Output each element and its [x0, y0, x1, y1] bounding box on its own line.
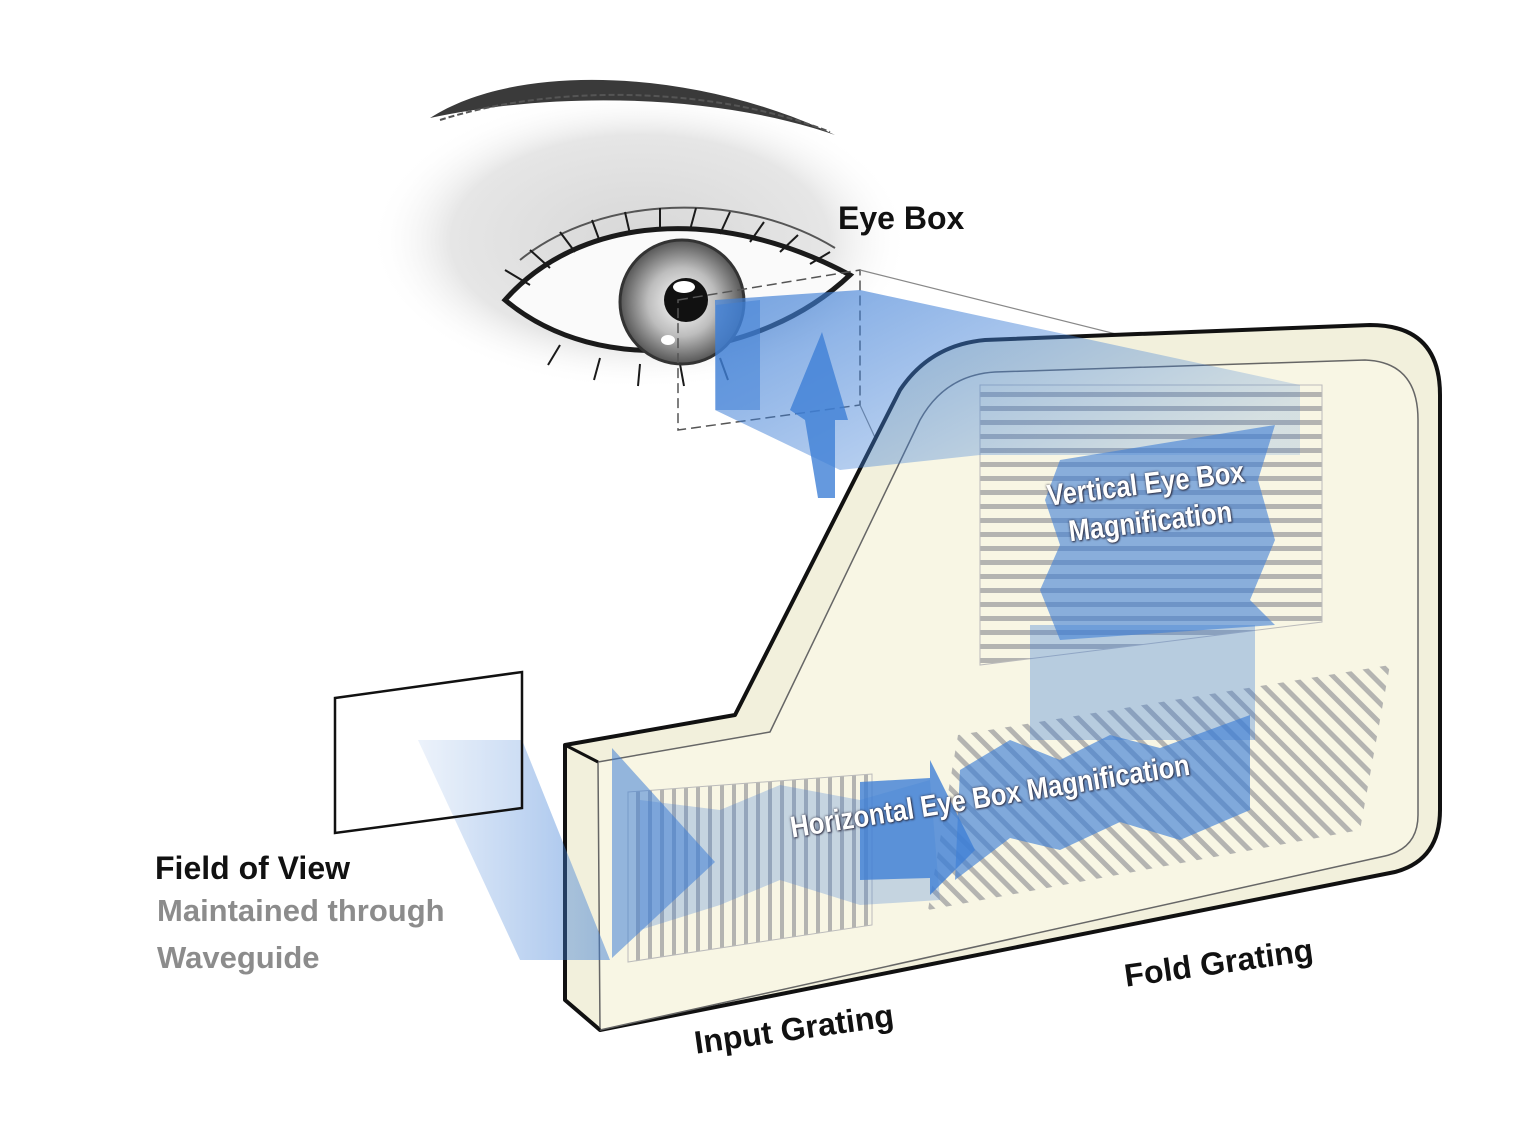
field-of-view-label: Field of View	[155, 850, 350, 886]
light-path	[612, 290, 1300, 958]
eye-box-label: Eye Box	[838, 200, 965, 236]
fov-note-line1: Maintained through	[157, 893, 445, 928]
fov-note-line2: Waveguide	[157, 940, 320, 975]
field-of-view-frame-icon	[333, 670, 610, 960]
eyebrow	[430, 79, 835, 135]
